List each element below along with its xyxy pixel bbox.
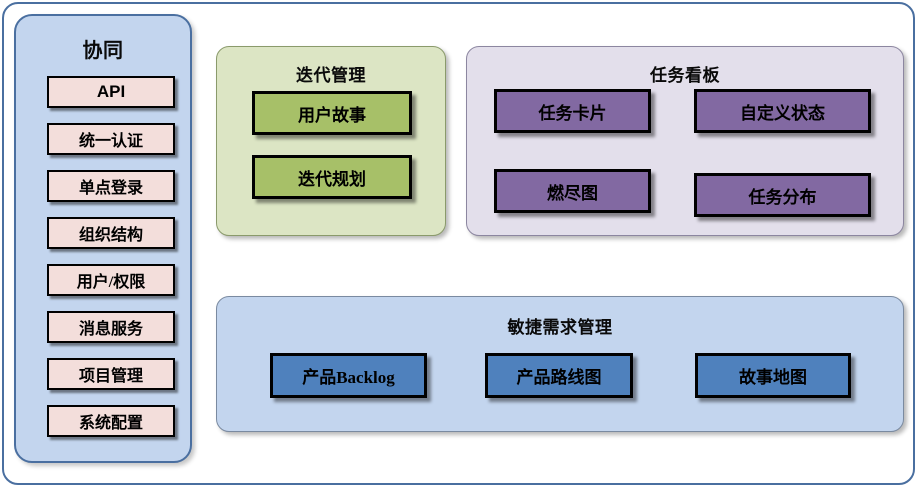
sidebar-item-user-permission[interactable]: 用户/权限 [47,264,175,296]
panel-iteration-management-title: 迭代管理 [296,66,366,85]
sidebar-item-api[interactable]: API [47,76,175,108]
sidebar-item-project-management[interactable]: 项目管理 [47,358,175,390]
panel-agile-requirements[interactable]: 敏捷需求管理 产品Backlog 产品路线图 故事地图 [216,296,904,432]
box-custom-status[interactable]: 自定义状态 [694,89,871,133]
panel-collaboration[interactable]: 协同 API 统一认证 单点登录 组织结构 用户/权限 消息服务 项目管理 系统… [14,14,192,463]
panel-iteration-management[interactable]: 迭代管理 用户故事 迭代规划 [216,46,446,236]
sidebar-item-system-config[interactable]: 系统配置 [47,405,175,437]
sidebar-item-org-structure[interactable]: 组织结构 [47,217,175,249]
box-task-distribution[interactable]: 任务分布 [694,173,871,217]
sidebar-item-message-service[interactable]: 消息服务 [47,311,175,343]
panel-task-board[interactable]: 任务看板 任务卡片 自定义状态 燃尽图 任务分布 [466,46,904,236]
panel-collaboration-title: 协同 [82,40,124,62]
box-story-map[interactable]: 故事地图 [695,353,851,398]
panel-task-board-title: 任务看板 [650,66,720,85]
sidebar-item-unified-auth[interactable]: 统一认证 [47,123,175,155]
box-product-roadmap[interactable]: 产品路线图 [485,353,633,398]
sidebar-item-single-sign-on[interactable]: 单点登录 [47,170,175,202]
box-product-backlog[interactable]: 产品Backlog [270,353,427,398]
box-user-story[interactable]: 用户故事 [252,91,412,135]
box-iteration-planning[interactable]: 迭代规划 [252,155,412,199]
box-task-card[interactable]: 任务卡片 [494,89,651,133]
panel-agile-requirements-title: 敏捷需求管理 [507,318,613,337]
box-burndown-chart[interactable]: 燃尽图 [494,169,651,213]
